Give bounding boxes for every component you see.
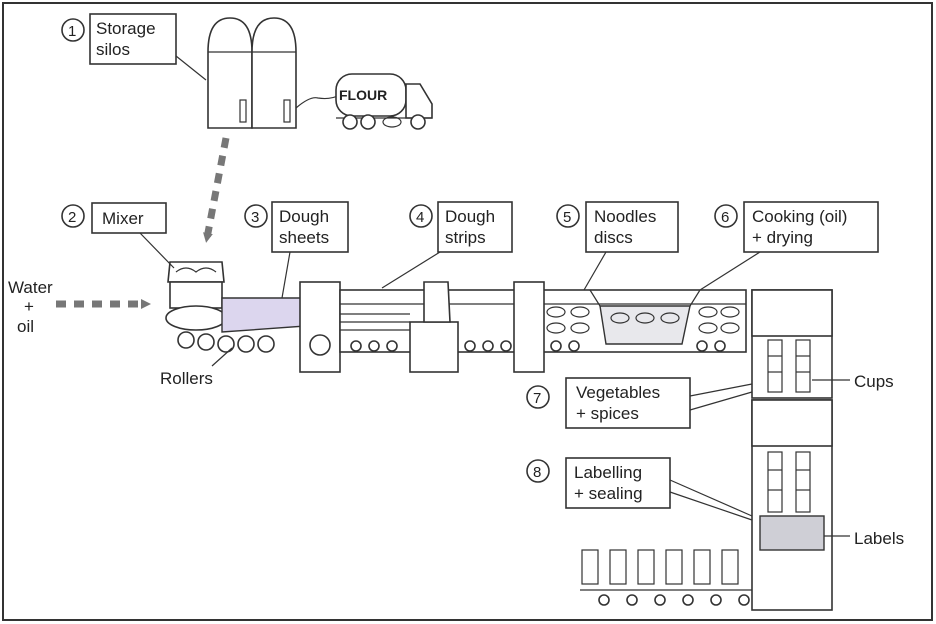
callout-mixer: 2 Mixer — [61, 202, 175, 269]
step-7-label-line1: Vegetables — [576, 383, 660, 402]
step-2-label-line1: Mixer — [102, 209, 144, 228]
step-3-label-line2: sheets — [279, 228, 329, 247]
step-5-label-line1: Noodles — [594, 207, 656, 226]
water-label-line1: Water — [8, 278, 53, 297]
callout-cooking-drying: 6 Cooking (oil) + drying — [699, 201, 879, 291]
truck-label: FLOUR — [339, 87, 387, 103]
callout-storage-silos: 1 Storage silos — [61, 13, 207, 81]
water-label-line3: oil — [17, 317, 34, 336]
step-2-number: 2 — [68, 209, 76, 226]
finished-cups — [580, 549, 752, 591]
step-3-number: 3 — [251, 209, 259, 226]
flour-flow-arrow — [203, 137, 230, 243]
step-8-number: 8 — [533, 464, 541, 481]
step-4-label-line2: strips — [445, 228, 486, 247]
dough-sheet — [221, 297, 307, 333]
flour-hose — [295, 94, 341, 109]
step-6-number: 6 — [721, 209, 729, 226]
step-5-label-line2: discs — [594, 228, 633, 247]
rollers — [177, 331, 275, 353]
labelling-unit — [751, 399, 833, 611]
mixer — [165, 261, 227, 331]
callout-dough-strips: 4 Dough strips — [381, 201, 513, 289]
step-1-number: 1 — [68, 23, 76, 40]
step-1-label-line2: silos — [96, 40, 130, 59]
noodle-discs — [546, 306, 740, 334]
step-7-label-line2: + spices — [576, 404, 639, 423]
output-conveyor-rollers — [598, 594, 750, 606]
callout-labelling-sealing: 8 Labelling + sealing — [526, 457, 753, 521]
step-4-label-line1: Dough — [445, 207, 495, 226]
water-label-line2: + — [24, 297, 34, 316]
rollers-label: Rollers — [160, 369, 213, 388]
cups-label: Cups — [854, 372, 894, 391]
rollers-pointer — [211, 347, 233, 367]
flour-truck — [335, 73, 433, 130]
callout-noodles-discs: 5 Noodles discs — [556, 201, 679, 291]
cup-filling-unit — [751, 289, 833, 399]
step-1-label-line1: Storage — [96, 19, 156, 38]
storage-silos — [207, 17, 297, 129]
step-4-number: 4 — [416, 209, 424, 226]
callout-vegetables-spices: 7 Vegetables + spices — [526, 377, 753, 429]
step-8-label-line1: Labelling — [574, 463, 642, 482]
labels-label: Labels — [854, 529, 904, 548]
step-6-label-line1: Cooking (oil) — [752, 207, 847, 226]
step-3-label-line1: Dough — [279, 207, 329, 226]
main-conveyor — [299, 281, 747, 373]
callout-dough-sheets: 3 Dough sheets — [244, 201, 349, 299]
step-5-number: 5 — [563, 209, 571, 226]
conveyor-rollers — [350, 340, 726, 352]
step-7-number: 7 — [533, 390, 541, 407]
step-6-label-line2: + drying — [752, 228, 813, 247]
step-8-label-line2: + sealing — [574, 484, 643, 503]
